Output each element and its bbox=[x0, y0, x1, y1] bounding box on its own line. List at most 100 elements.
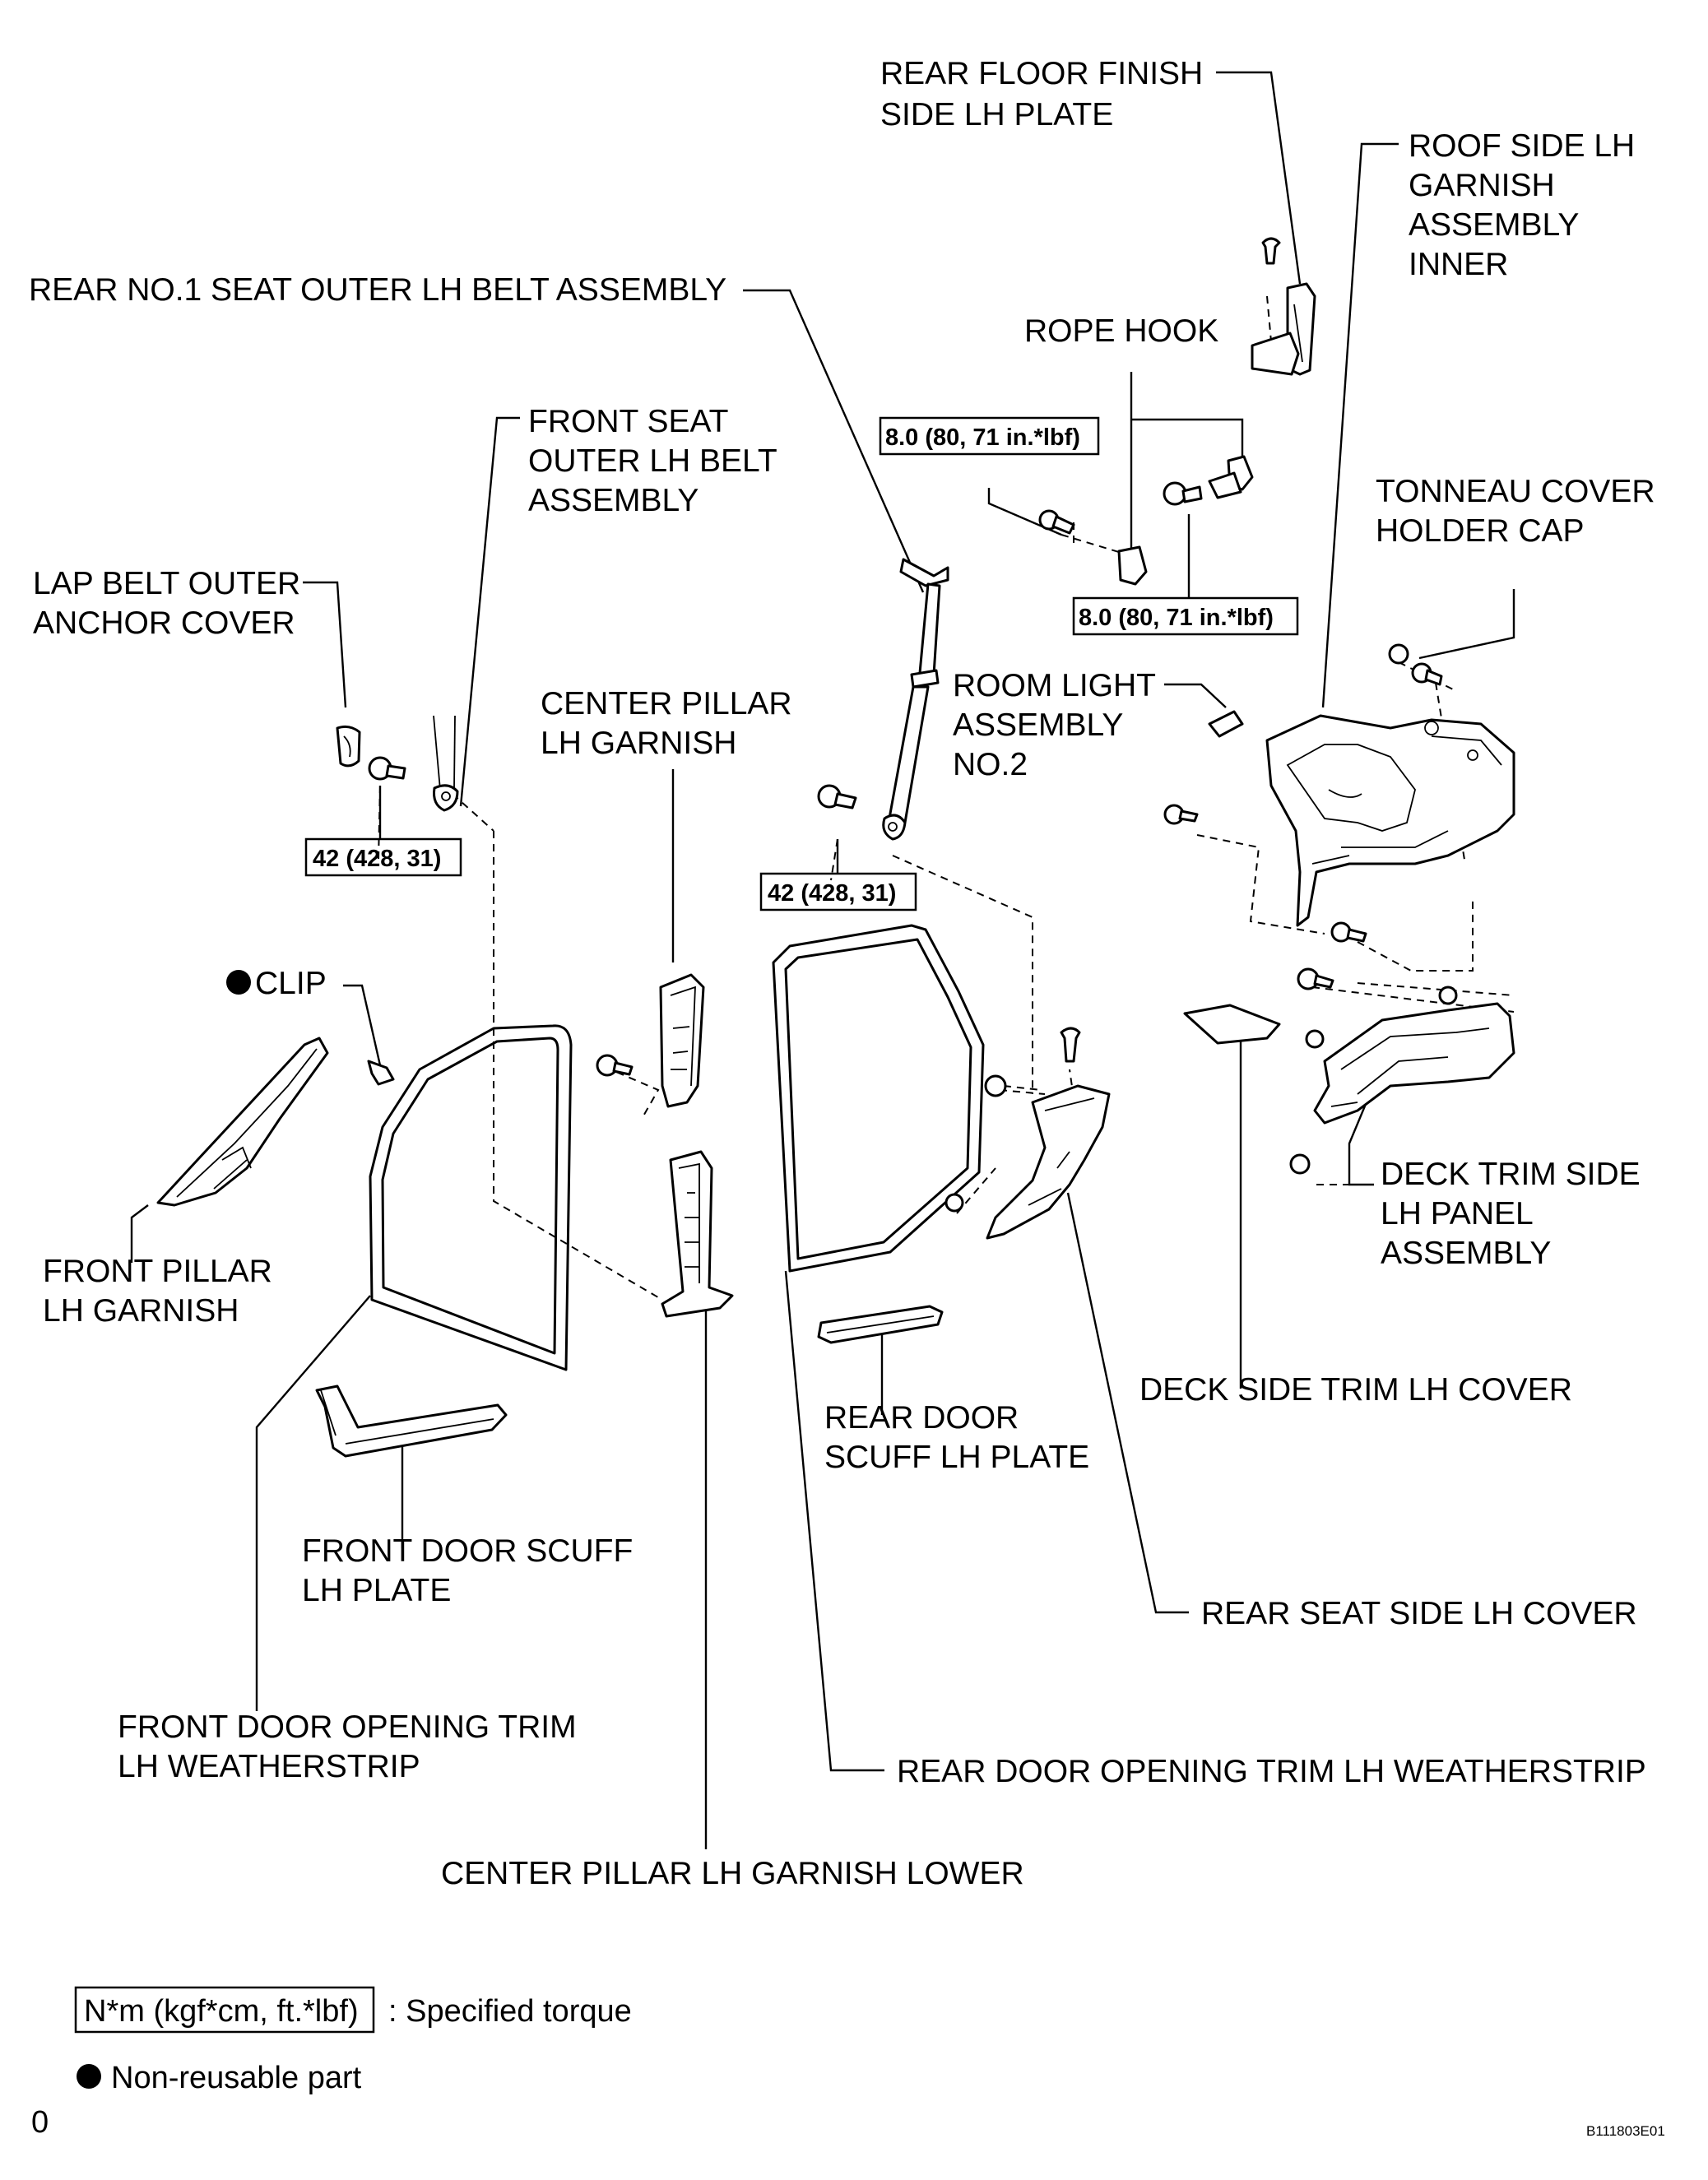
label-line: DECK TRIM SIDE bbox=[1381, 1157, 1641, 1192]
label-deck-side-cover: DECK SIDE TRIM LH COVER bbox=[1139, 1372, 1572, 1408]
torque-value: 42 (428, 31) bbox=[313, 846, 441, 872]
roof-side-garnish bbox=[1265, 714, 1515, 927]
label-rear-floor-finish-plate: REAR FLOOR FINISH SIDE LH PLATE bbox=[880, 56, 1203, 132]
label-front-seat-belt: FRONT SEAT OUTER LH BELT ASSEMBLY bbox=[528, 404, 777, 518]
torque-box bbox=[879, 416, 1100, 456]
label-front-door-weatherstrip: FRONT DOOR OPENING TRIM LH WEATHERSTRIP bbox=[118, 1709, 577, 1784]
bolt-rope-hook-right bbox=[1163, 481, 1203, 506]
screws-rear-seat-cover bbox=[945, 1027, 1081, 1213]
label-line: FRONT SEAT bbox=[528, 404, 728, 439]
label-line: ASSEMBLY bbox=[528, 483, 699, 518]
torque-value: 42 (428, 31) bbox=[768, 880, 896, 907]
label-center-pillar-lower: CENTER PILLAR LH GARNISH LOWER bbox=[441, 1856, 1024, 1891]
label-line: CLIP bbox=[255, 966, 327, 1001]
label-line: REAR SEAT SIDE LH COVER bbox=[1201, 1596, 1637, 1631]
screws-roof-garnish bbox=[1163, 804, 1367, 943]
front-door-weatherstrip bbox=[369, 1024, 573, 1371]
torque-spec-rope-hook-right: 8.0 (80, 71 in.*lbf) bbox=[1072, 596, 1299, 636]
label-center-pillar-garnish: CENTER PILLAR LH GARNISH bbox=[541, 686, 792, 761]
rear-seat-belt bbox=[882, 558, 949, 841]
front-door-scuff-plate bbox=[315, 1385, 508, 1458]
label-line: FRONT PILLAR bbox=[43, 1254, 272, 1289]
nonreusable-dot-icon bbox=[226, 970, 251, 995]
label-line: OUTER LH BELT bbox=[528, 443, 777, 479]
torque-spec-rope-hook-left: 8.0 (80, 71 in.*lbf) bbox=[879, 416, 1100, 456]
center-pillar-garnish bbox=[659, 973, 705, 1108]
label-line: ROPE HOOK bbox=[1024, 313, 1218, 349]
label-line: LH WEATHERSTRIP bbox=[118, 1749, 420, 1784]
torque-box bbox=[759, 872, 917, 911]
label-line: NO.2 bbox=[953, 747, 1028, 782]
label-line: SCUFF LH PLATE bbox=[824, 1440, 1089, 1475]
nonreusable-dot-icon bbox=[77, 2064, 101, 2089]
torque-box bbox=[1072, 596, 1299, 636]
torque-spec-rear-belt: 42 (428, 31) bbox=[759, 872, 917, 911]
label-line: REAR DOOR OPENING TRIM LH WEATHERSTRIP bbox=[897, 1754, 1646, 1789]
label-front-door-scuff: FRONT DOOR SCUFF LH PLATE bbox=[302, 1533, 633, 1608]
screws-deck-panel bbox=[1289, 967, 1458, 1175]
label-line: ASSEMBLY bbox=[953, 707, 1123, 743]
label-rear-door-weatherstrip: REAR DOOR OPENING TRIM LH WEATHERSTRIP bbox=[897, 1754, 1646, 1789]
label-line: ANCHOR COVER bbox=[33, 605, 295, 641]
label-line: TONNEAU COVER bbox=[1376, 474, 1655, 509]
bolt-front-belt bbox=[368, 756, 406, 781]
torque-value: 8.0 (80, 71 in.*lbf) bbox=[885, 424, 1080, 451]
label-line: ROOM LIGHT bbox=[953, 668, 1156, 703]
lap-belt-cover bbox=[336, 725, 361, 768]
label-lap-belt-cover: LAP BELT OUTER ANCHOR COVER bbox=[33, 566, 300, 641]
label-line: LH PANEL bbox=[1381, 1196, 1534, 1231]
rear-door-scuff-plate bbox=[817, 1305, 944, 1344]
leader-lines bbox=[130, 71, 1515, 1849]
label-line: SIDE LH PLATE bbox=[880, 97, 1113, 132]
room-light bbox=[1208, 710, 1244, 738]
label-front-pillar-garnish: FRONT PILLAR LH GARNISH bbox=[43, 1254, 272, 1329]
label-clip: CLIP bbox=[226, 966, 327, 1001]
label-line: LH GARNISH bbox=[541, 726, 736, 761]
front-seat-belt bbox=[433, 715, 459, 812]
label-line: REAR NO.1 SEAT OUTER LH BELT ASSEMBLY bbox=[29, 272, 726, 308]
deck-side-cover bbox=[1183, 1004, 1281, 1045]
label-line: ASSEMBLY bbox=[1381, 1236, 1551, 1271]
label-rear-door-scuff: REAR DOOR SCUFF LH PLATE bbox=[824, 1400, 1089, 1475]
label-roof-side-garnish: ROOF SIDE LH GARNISH ASSEMBLY INNER bbox=[1409, 128, 1635, 282]
legend-nonreusable: Non-reusable part bbox=[111, 2061, 362, 2095]
rear-seat-side-cover bbox=[986, 1084, 1111, 1240]
figure-code: B111803E01 bbox=[1586, 2123, 1665, 2139]
center-pillar-garnish-lower bbox=[661, 1150, 734, 1318]
rope-hook bbox=[1117, 455, 1254, 586]
corner-mark: 0 bbox=[31, 2105, 49, 2140]
label-line: LH GARNISH bbox=[43, 1293, 239, 1329]
legend-torque-desc: : Specified torque bbox=[388, 1994, 632, 2029]
label-line: FRONT DOOR SCUFF bbox=[302, 1533, 633, 1569]
bolt-rear-belt bbox=[817, 784, 857, 809]
rear-door-weatherstrip bbox=[772, 924, 985, 1273]
label-line: LH PLATE bbox=[302, 1573, 451, 1608]
label-rear-seat-side-cover: REAR SEAT SIDE LH COVER bbox=[1201, 1596, 1637, 1631]
legend-torque-box bbox=[74, 1986, 375, 2034]
label-line: REAR DOOR bbox=[824, 1400, 1019, 1436]
label-rope-hook: ROPE HOOK bbox=[1024, 313, 1218, 349]
label-tonneau-cover-cap: TONNEAU COVER HOLDER CAP bbox=[1376, 474, 1655, 549]
label-line: INNER bbox=[1409, 247, 1508, 282]
label-line: ROOF SIDE LH bbox=[1409, 128, 1635, 164]
label-line: GARNISH bbox=[1409, 168, 1555, 203]
label-rear-seat-belt: REAR NO.1 SEAT OUTER LH BELT ASSEMBLY bbox=[29, 272, 726, 308]
label-room-light: ROOM LIGHT ASSEMBLY NO.2 bbox=[953, 668, 1156, 782]
legend-torque-units: N*m (kgf*cm, ft.*lbf) bbox=[84, 1994, 359, 2029]
torque-spec-front-belt: 42 (428, 31) bbox=[304, 837, 462, 877]
label-line: REAR FLOOR FINISH bbox=[880, 56, 1203, 91]
deck-trim-panel bbox=[1313, 1002, 1515, 1125]
label-line: DECK SIDE TRIM LH COVER bbox=[1139, 1372, 1572, 1408]
clip-part bbox=[367, 1060, 395, 1086]
label-line: ASSEMBLY bbox=[1409, 207, 1579, 243]
bolt-center-pillar bbox=[596, 1054, 634, 1077]
front-pillar-garnish bbox=[156, 1037, 329, 1207]
label-line: HOLDER CAP bbox=[1376, 513, 1585, 549]
label-deck-trim-panel: DECK TRIM SIDE LH PANEL ASSEMBLY bbox=[1381, 1157, 1641, 1271]
legend: N*m (kgf*cm, ft.*lbf) : Specified torque… bbox=[74, 1986, 632, 2095]
label-line: FRONT DOOR OPENING TRIM bbox=[118, 1709, 577, 1745]
label-line: CENTER PILLAR LH GARNISH LOWER bbox=[441, 1856, 1024, 1891]
label-line: CENTER PILLAR bbox=[541, 686, 792, 721]
bolt-rope-hook-left bbox=[1038, 509, 1075, 535]
